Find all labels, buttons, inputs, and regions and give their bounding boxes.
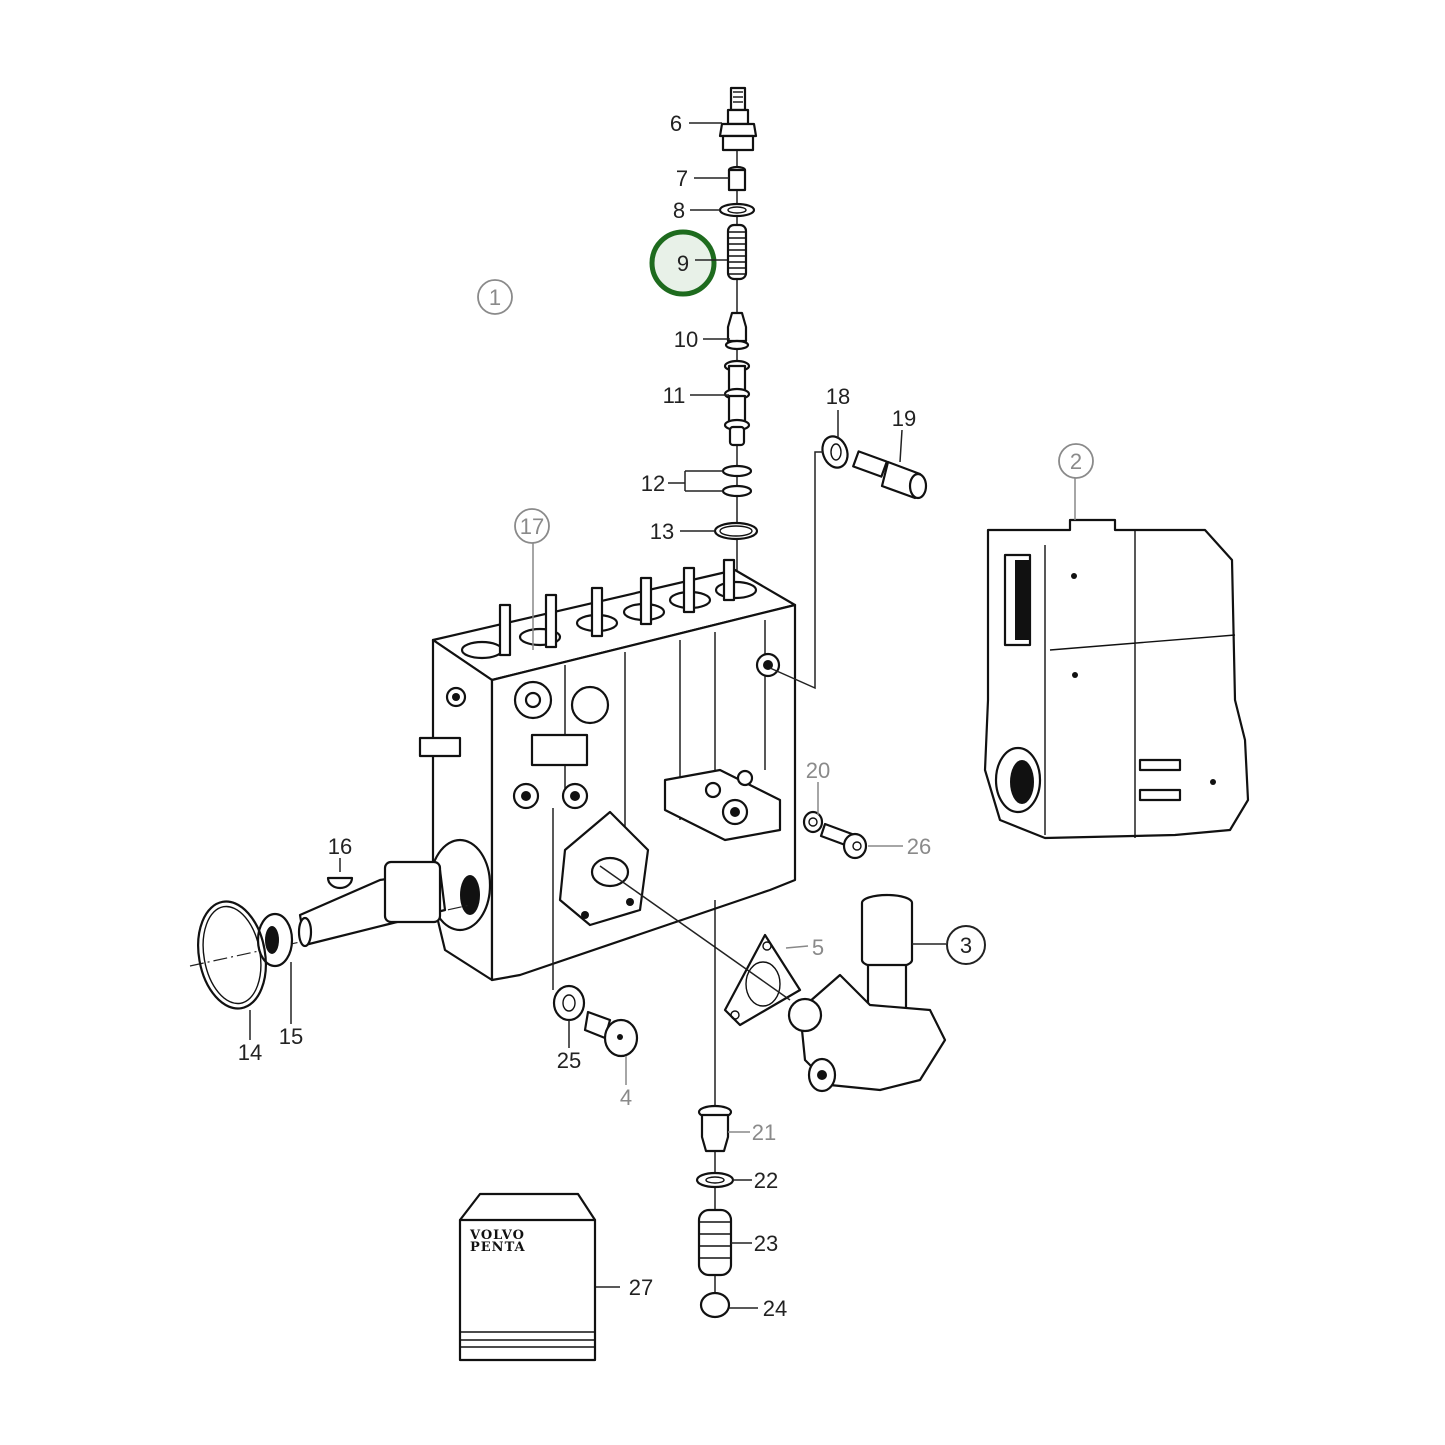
callout-3[interactable]: 3 [946,925,986,965]
part-9-spring [726,223,748,281]
part-8-washer [718,202,756,218]
callout-16[interactable]: 16 [328,834,352,859]
part-11-element [723,359,751,447]
svg-text:17: 17 [520,514,544,539]
leader-lines [249,122,1076,1309]
callout-22[interactable]: 22 [754,1168,778,1193]
callout-17[interactable]: 17 [514,508,550,544]
part-14-o-ring [197,900,267,1010]
callout-23[interactable]: 23 [754,1231,778,1256]
callout-7[interactable]: 7 [676,166,688,191]
callout-13[interactable]: 13 [650,519,674,544]
part-12-o-rings [721,464,753,498]
callout-1[interactable]: 1 [477,279,513,315]
callout-18[interactable]: 18 [826,384,850,409]
part-13-seal-ring [713,521,759,541]
part-27-gasket-kit: VOLVO PENTA [458,1192,597,1362]
svg-text:9: 9 [677,251,689,276]
callout-2[interactable]: 2 [1058,443,1094,479]
callout-8[interactable]: 8 [673,198,685,223]
part-16-woodruff-key [326,876,354,890]
part-17-studs [498,558,736,657]
part-15-oil-seal [256,912,294,968]
tappet-stack [695,900,735,1319]
part-7-volume-reducer [727,165,747,192]
pump-housing [418,558,797,982]
callout-4[interactable]: 4 [620,1085,632,1110]
part-6-valve-holder [718,86,758,152]
part-4-25-plug [552,984,639,1058]
callout-14[interactable]: 14 [238,1040,262,1065]
callout-15[interactable]: 15 [279,1024,303,1049]
kit-brand-line2: PENTA [470,1240,526,1255]
callout-24[interactable]: 24 [763,1296,787,1321]
camshaft-assembly [189,860,471,1010]
governor-housing [983,518,1250,840]
callout-5[interactable]: 5 [812,935,824,960]
part-18-19-banjo-screw [821,435,928,500]
feed-pump [787,893,947,1093]
callout-6[interactable]: 6 [670,111,682,136]
callout-19[interactable]: 19 [892,406,916,431]
callout-27[interactable]: 27 [629,1275,653,1300]
part-20-26-screw [802,810,868,860]
callout-11[interactable]: 11 [663,383,686,408]
svg-text:2: 2 [1070,449,1082,474]
callout-21[interactable]: 21 [752,1120,776,1145]
callout-9-highlighted[interactable]: 9 [649,229,727,297]
callout-25[interactable]: 25 [557,1048,581,1073]
callout-26[interactable]: 26 [907,834,931,859]
callout-12[interactable]: 12 [641,471,665,496]
delivery-valve-stack [713,86,759,580]
svg-text:1: 1 [489,285,501,310]
svg-text:3: 3 [960,933,972,958]
callout-20[interactable]: 20 [806,758,830,783]
callout-10[interactable]: 10 [674,327,698,352]
callouts: 1 2 3 4 5 6 7 8 9 10 11 12 13 14 15 16 1… [238,111,1094,1321]
kit-brand-line1: VOLVO [469,1228,525,1243]
part-10-delivery-valve [724,311,750,351]
